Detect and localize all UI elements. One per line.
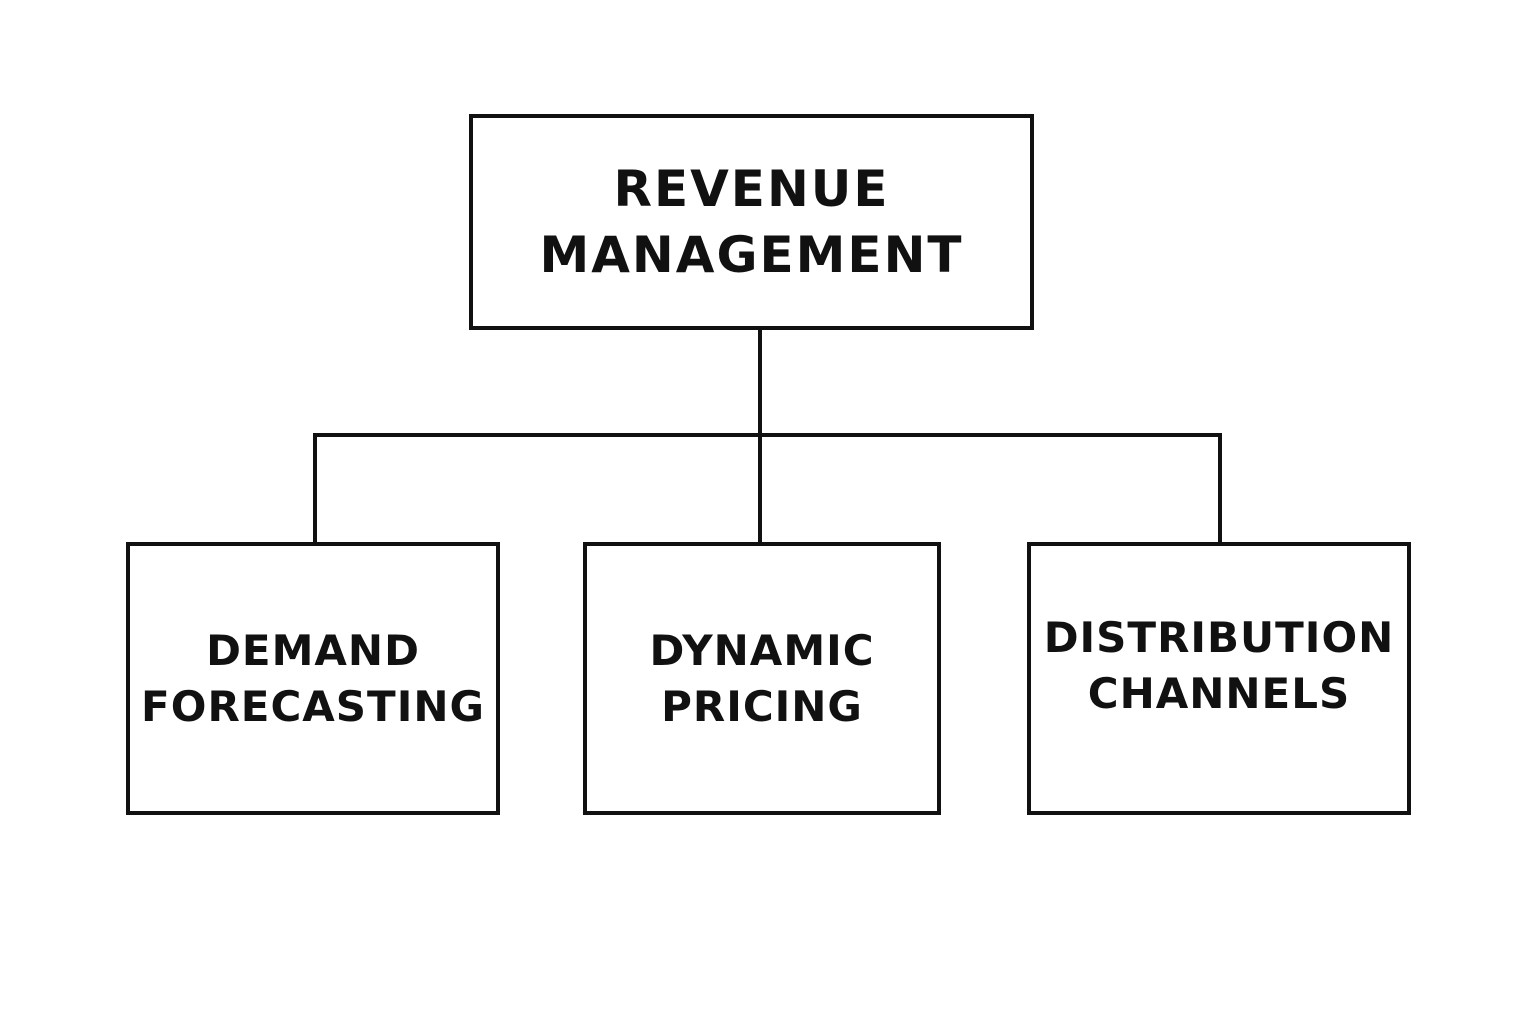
root-node-revenue-management: REVENUE MANAGEMENT [469, 114, 1034, 330]
child-node-dynamic-pricing: DYNAMIC PRICING [583, 542, 941, 815]
child-node-label: DYNAMIC PRICING [649, 626, 875, 731]
root-node-label: REVENUE MANAGEMENT [539, 160, 964, 284]
child-node-demand-forecasting: DEMAND FORECASTING [126, 542, 500, 815]
child-node-label: DEMAND FORECASTING [141, 626, 485, 731]
child-node-distribution-channels: DISTRIBUTION CHANNELS [1027, 542, 1411, 815]
child-node-label: DISTRIBUTION CHANNELS [1043, 613, 1395, 718]
